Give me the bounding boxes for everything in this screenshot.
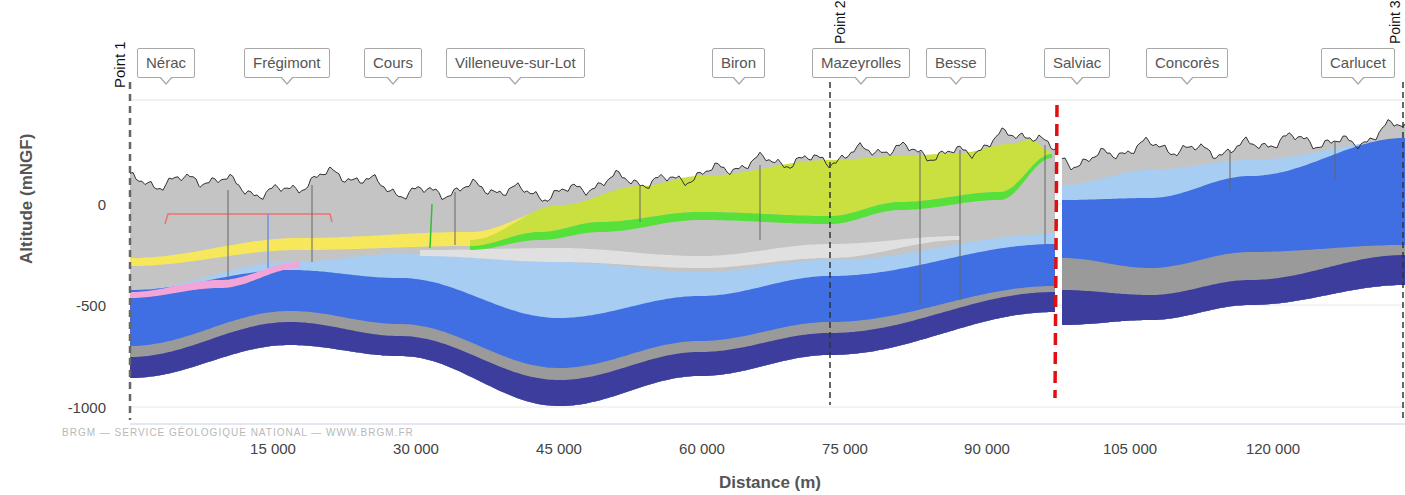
x-axis xyxy=(130,424,1405,425)
place-callout: Carlucet xyxy=(1321,48,1395,78)
callout-pointer xyxy=(280,77,294,85)
trace-line xyxy=(267,214,269,268)
callout-pointer xyxy=(1180,77,1194,85)
place-callout: Biron xyxy=(712,48,765,78)
borehole xyxy=(1335,142,1336,180)
point-label: Point 3 xyxy=(1388,0,1402,44)
borehole xyxy=(960,150,961,300)
tick-label: 105 000 xyxy=(1103,441,1157,456)
callout-pointer xyxy=(854,77,868,85)
callout-pointer xyxy=(159,77,173,85)
rock-layer xyxy=(130,244,1055,406)
point-marker xyxy=(129,82,132,420)
axis-title: Distance (m) xyxy=(719,474,821,491)
rock-layer xyxy=(130,286,1055,406)
place-callout: Villeneuve-sur-Lot xyxy=(446,48,585,78)
tick-label: 120 000 xyxy=(1246,441,1300,456)
place-callout: Nérac xyxy=(137,48,195,78)
place-name: Cours xyxy=(365,49,421,77)
place-name: Nérac xyxy=(138,49,194,77)
callout-pointer xyxy=(508,77,522,85)
borehole xyxy=(312,185,313,262)
fault-line xyxy=(1055,105,1057,398)
tick-label: 45 000 xyxy=(536,441,582,456)
topography xyxy=(1062,120,1405,170)
borehole xyxy=(920,152,921,305)
borehole xyxy=(228,190,229,280)
callout-pointer xyxy=(1351,77,1365,85)
rock-layer xyxy=(470,154,1052,250)
place-name: Mazeyrolles xyxy=(813,49,909,77)
place-callout: Frégimont xyxy=(244,48,330,78)
callout-pointer xyxy=(1070,77,1084,85)
place-name: Carlucet xyxy=(1322,49,1394,77)
tick-label: 15 000 xyxy=(250,441,296,456)
point-marker xyxy=(829,82,831,405)
borehole xyxy=(760,165,761,240)
callout-pointer xyxy=(732,77,746,85)
place-callout: Cours xyxy=(364,48,422,78)
rock-layer xyxy=(130,262,300,298)
place-name: Concorès xyxy=(1147,49,1227,77)
callout-pointer xyxy=(949,77,963,85)
place-callout: Besse xyxy=(926,48,986,78)
borehole xyxy=(1045,145,1046,245)
place-name: Villeneuve-sur-Lot xyxy=(447,49,584,77)
axis-title: Altitude (mNGF) xyxy=(18,133,35,263)
grid-line xyxy=(130,407,1405,408)
place-callout: Salviac xyxy=(1044,48,1110,78)
topography xyxy=(130,128,1055,201)
callout-pointer xyxy=(386,77,400,85)
tick-label: 30 000 xyxy=(393,441,439,456)
place-callout: Concorès xyxy=(1146,48,1228,78)
tick-label: 0 xyxy=(98,197,106,212)
tick-label: 75 000 xyxy=(822,441,868,456)
place-name: Biron xyxy=(713,49,764,77)
grid-line xyxy=(130,100,1405,101)
place-name: Frégimont xyxy=(245,49,329,77)
trace-line xyxy=(430,204,432,248)
rock-layer xyxy=(130,128,1055,406)
point-label: Point 2 xyxy=(833,0,847,44)
place-name: Besse xyxy=(927,49,985,77)
tick-label: 90 000 xyxy=(964,441,1010,456)
rock-layer xyxy=(1062,255,1405,325)
borehole xyxy=(640,185,641,222)
watermark: BRGM — SERVICE GÉOLOGIQUE NATIONAL — WWW… xyxy=(62,428,414,438)
tick-label: -500 xyxy=(76,298,106,313)
tick-label: -1000 xyxy=(68,400,106,415)
rock-layer xyxy=(1062,245,1405,325)
borehole xyxy=(1230,150,1231,190)
point-marker xyxy=(1402,82,1404,420)
rock-layer xyxy=(1062,120,1405,325)
tick-label: 60 000 xyxy=(679,441,725,456)
trace-line xyxy=(165,214,332,224)
rock-layer xyxy=(130,292,1055,406)
rock-layer xyxy=(1062,138,1405,325)
place-callout: Mazeyrolles xyxy=(812,48,910,78)
point-label: Point 1 xyxy=(112,41,127,88)
borehole xyxy=(455,192,456,245)
place-name: Salviac xyxy=(1045,49,1109,77)
